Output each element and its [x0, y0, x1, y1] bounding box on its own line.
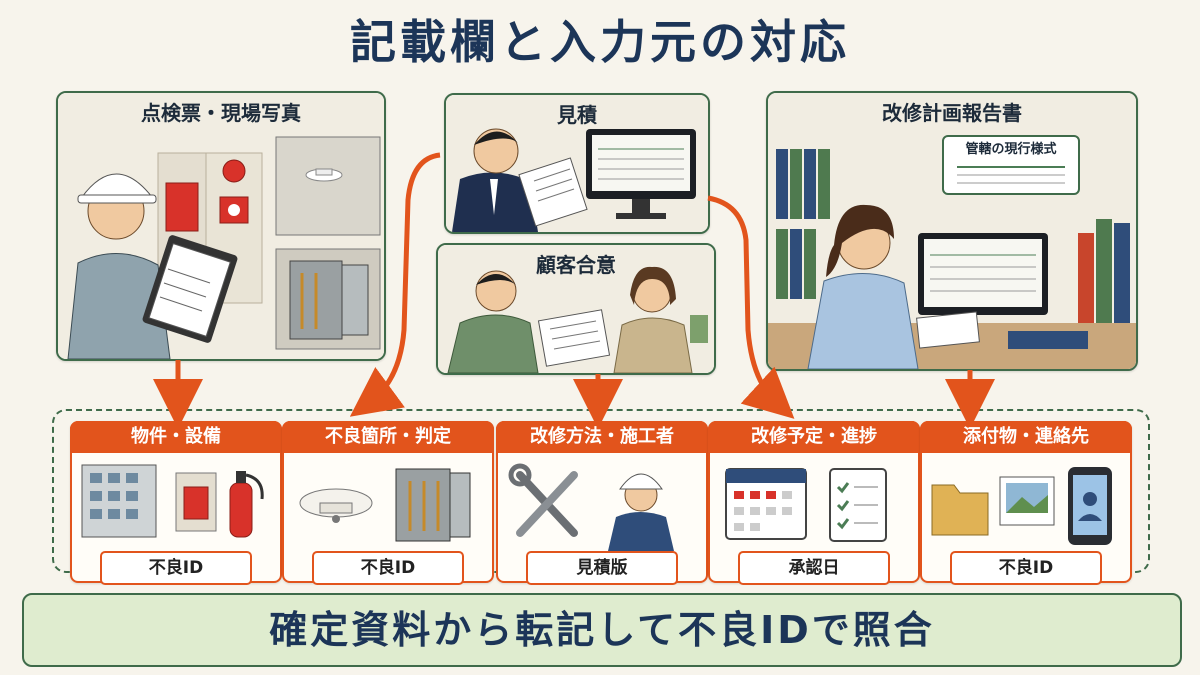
folder-icon: [931, 484, 989, 536]
photo-icon: [999, 476, 1055, 526]
field-card-property: 物件・設備 不良ID: [70, 421, 282, 585]
field-footer-defect: 不良ID: [312, 551, 464, 585]
field-card-schedule: 改修予定・進捗 承認日: [708, 421, 920, 585]
fire-alarm-panel-icon: [175, 472, 217, 532]
field-footer-schedule: 承認日: [738, 551, 890, 585]
field-footer-property: 不良ID: [100, 551, 252, 585]
fire-extinguisher-icon: [229, 471, 264, 538]
field-label-method: 改修方法・施工者: [496, 421, 708, 453]
estimate-scene-illustration: [446, 95, 708, 232]
inspection-scene-illustration: [58, 93, 384, 359]
form-lines-icon: [957, 166, 1065, 184]
field-card-method: 改修方法・施工者 見積版: [496, 421, 708, 585]
field-label-attachments: 添付物・連絡先: [920, 421, 1132, 453]
source-panel-consent: 顧客合意: [436, 243, 716, 375]
calendar-icon: [725, 468, 807, 540]
field-card-defect: 不良箇所・判定 不良ID: [282, 421, 494, 585]
phone-icon: [1068, 467, 1112, 545]
source-panel-report: 改修計画報告書 管轄の現行様式: [766, 91, 1138, 371]
page-title: 記載欄と入力元の対応: [350, 15, 850, 69]
attachments-icons: [931, 467, 1112, 545]
schedule-icons: [725, 468, 887, 542]
smoke-detector-icon: [299, 488, 373, 523]
field-card-attachments: 添付物・連絡先 不良ID: [920, 421, 1132, 585]
tools-icon: [508, 463, 578, 537]
field-label-schedule: 改修予定・進捗: [708, 421, 920, 453]
property-icons: [81, 464, 264, 538]
current-form-label: 管轄の現行様式: [942, 135, 1080, 195]
method-icons: [508, 463, 674, 551]
field-label-property: 物件・設備: [70, 421, 282, 453]
building-icon: [81, 464, 157, 538]
checklist-icon: [829, 468, 887, 542]
defect-icons: [299, 468, 471, 542]
field-footer-method: 見積版: [526, 551, 678, 585]
source-panel-inspection: 点検票・現場写真: [56, 91, 386, 361]
field-footer-attachments: 不良ID: [950, 551, 1102, 585]
consent-scene-illustration: [438, 245, 714, 373]
field-label-defect: 不良箇所・判定: [282, 421, 494, 453]
source-label-estimate: 見積: [557, 103, 597, 127]
current-form-label-text: 管轄の現行様式: [965, 142, 1057, 157]
electrical-panel-icon: [395, 468, 471, 542]
source-label-inspection: 点検票・現場写真: [141, 101, 301, 125]
summary-banner: 確定資料から転記して不良IDで照合: [22, 593, 1182, 667]
source-label-consent: 顧客合意: [536, 253, 616, 277]
source-label-report: 改修計画報告書: [882, 101, 1022, 125]
source-panel-estimate: 見積: [444, 93, 710, 234]
worker-icon: [608, 473, 674, 551]
